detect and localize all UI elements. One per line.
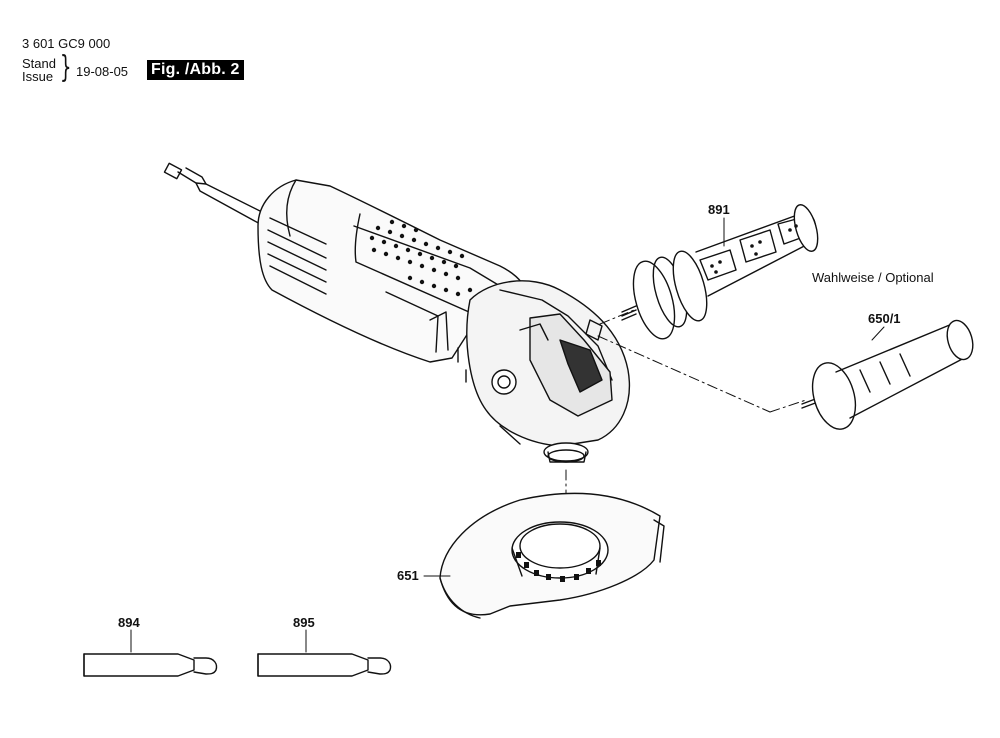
angle-grinder-body bbox=[257, 179, 630, 463]
brace-glyph: } bbox=[60, 50, 72, 85]
stand-label: Stand bbox=[22, 56, 56, 71]
optional-note: Wahlweise / Optional bbox=[812, 270, 934, 285]
grease-tube-895 bbox=[257, 653, 392, 677]
grease-tube-894 bbox=[83, 653, 218, 677]
issue-label: Issue bbox=[22, 69, 54, 84]
power-cord bbox=[163, 162, 267, 226]
grip-texture bbox=[369, 219, 473, 297]
figure-badge: Fig. /Abb. 2 bbox=[147, 60, 244, 80]
side-handle-650-1 bbox=[801, 319, 974, 430]
issue-date: 19-08-05 bbox=[76, 64, 129, 79]
part-number: 3 601 GC9 000 bbox=[22, 36, 111, 51]
part-label-651: 651 bbox=[397, 568, 419, 583]
wheel-guard-651 bbox=[439, 492, 665, 619]
auxiliary-handle-891 bbox=[621, 204, 819, 340]
part-label-894: 894 bbox=[118, 615, 140, 630]
part-label-891: 891 bbox=[708, 202, 730, 217]
part-label-895: 895 bbox=[293, 615, 315, 630]
part-label-650-1: 650/1 bbox=[868, 311, 901, 326]
leader-lines bbox=[130, 217, 885, 653]
